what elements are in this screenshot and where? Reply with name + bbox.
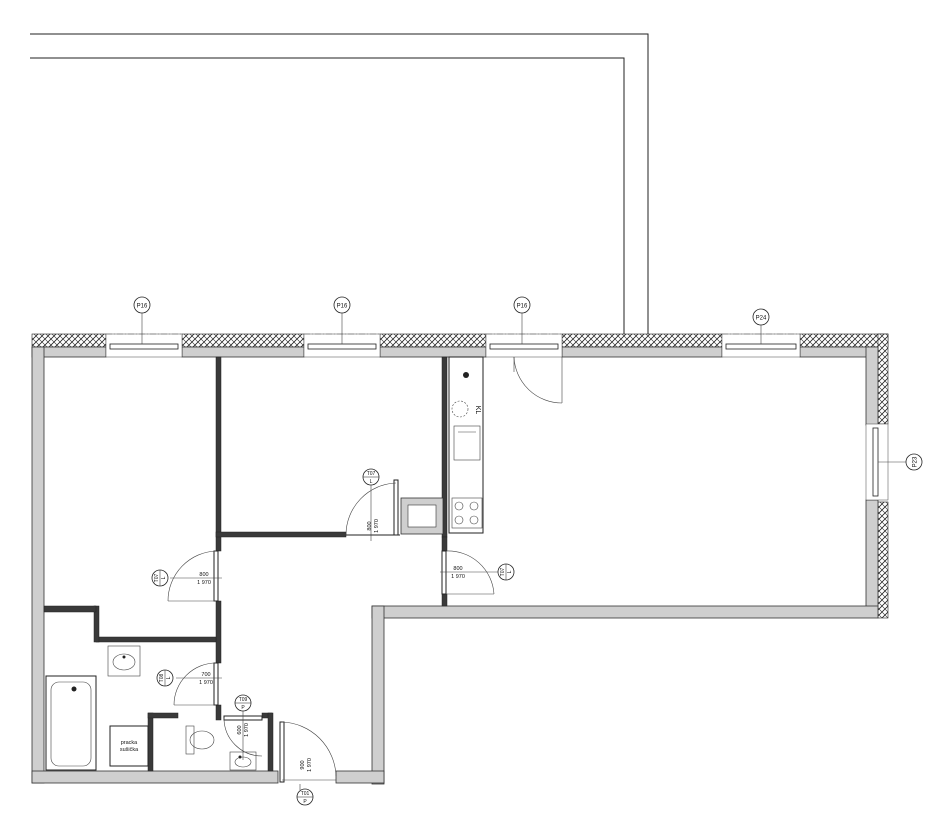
door-height: 1 970 <box>244 723 250 737</box>
window-tag-w4: P24 <box>752 308 770 326</box>
door-height: 1 970 <box>307 758 313 772</box>
door-tag-side: P <box>241 705 245 711</box>
door-height: 1 970 <box>199 680 213 686</box>
door-width: 800 <box>367 521 373 530</box>
toilet <box>185 725 215 755</box>
sink-icon <box>451 400 469 418</box>
door-tag-side: L <box>507 570 513 573</box>
door-d5: 700 1 970 T08 L <box>156 662 222 706</box>
window-tag-label: P16 <box>137 304 148 310</box>
window-tag-label: P16 <box>517 304 528 310</box>
door-width: 800 <box>453 566 462 572</box>
door-d6: 600 1 970 T09 P <box>223 694 263 760</box>
door-tag-side: P <box>303 799 307 805</box>
door-width: 700 <box>201 672 210 678</box>
window-tag-w1: P16 <box>133 296 151 314</box>
fridge-label: KL <box>474 406 481 415</box>
door-tag-side: L <box>166 676 172 679</box>
door-d2: 800 1 970 T07 L <box>345 468 400 541</box>
bathtub <box>45 675 97 771</box>
washer-dryer: pracka sušička <box>109 725 149 767</box>
washer-label: pracka <box>121 740 138 746</box>
dryer-label: sušička <box>120 747 139 753</box>
door-tag: T07 <box>154 573 160 582</box>
door-tag: T01 <box>301 791 310 797</box>
window-tag-w5: P23 <box>905 453 923 471</box>
door-tag: T07 <box>500 567 506 576</box>
washbasin-bathroom <box>107 645 141 677</box>
door-d3: 800 1 970 T07 L <box>151 550 222 602</box>
door-tag-side: L <box>161 576 167 579</box>
door-width: 800 <box>199 572 208 578</box>
window-openings <box>105 333 889 501</box>
door-d4: 800 1 970 T07 L <box>440 550 515 595</box>
door-tag-side: L <box>370 479 373 485</box>
door-d1: 900 1 970 T01 P <box>279 721 337 806</box>
window-tag-label: P23 <box>913 456 919 467</box>
door-width: 900 <box>300 760 306 769</box>
fan-icon <box>463 372 469 378</box>
kitchen-counter: KL <box>400 356 484 535</box>
window-tag-leaders <box>141 313 906 463</box>
balcony-door-swing <box>513 356 563 404</box>
door-height: 1 970 <box>374 519 380 533</box>
window-tag-label: P24 <box>756 316 767 322</box>
door-tag: T08 <box>159 673 165 682</box>
interior-partitions <box>43 356 448 772</box>
door-tag: T09 <box>239 697 248 703</box>
window-tag-label: P16 <box>337 304 348 310</box>
terrace-outline <box>30 33 649 334</box>
structural-walls <box>31 346 879 785</box>
door-height: 1 970 <box>197 580 211 586</box>
door-width: 600 <box>237 725 243 734</box>
window-tag-w2: P16 <box>333 296 351 314</box>
door-tag: T07 <box>367 471 376 477</box>
dishwasher-icon <box>453 425 481 461</box>
door-height: 1 970 <box>451 574 465 580</box>
window-tag-w3: P16 <box>513 296 531 314</box>
cooktop-icon <box>451 497 483 529</box>
